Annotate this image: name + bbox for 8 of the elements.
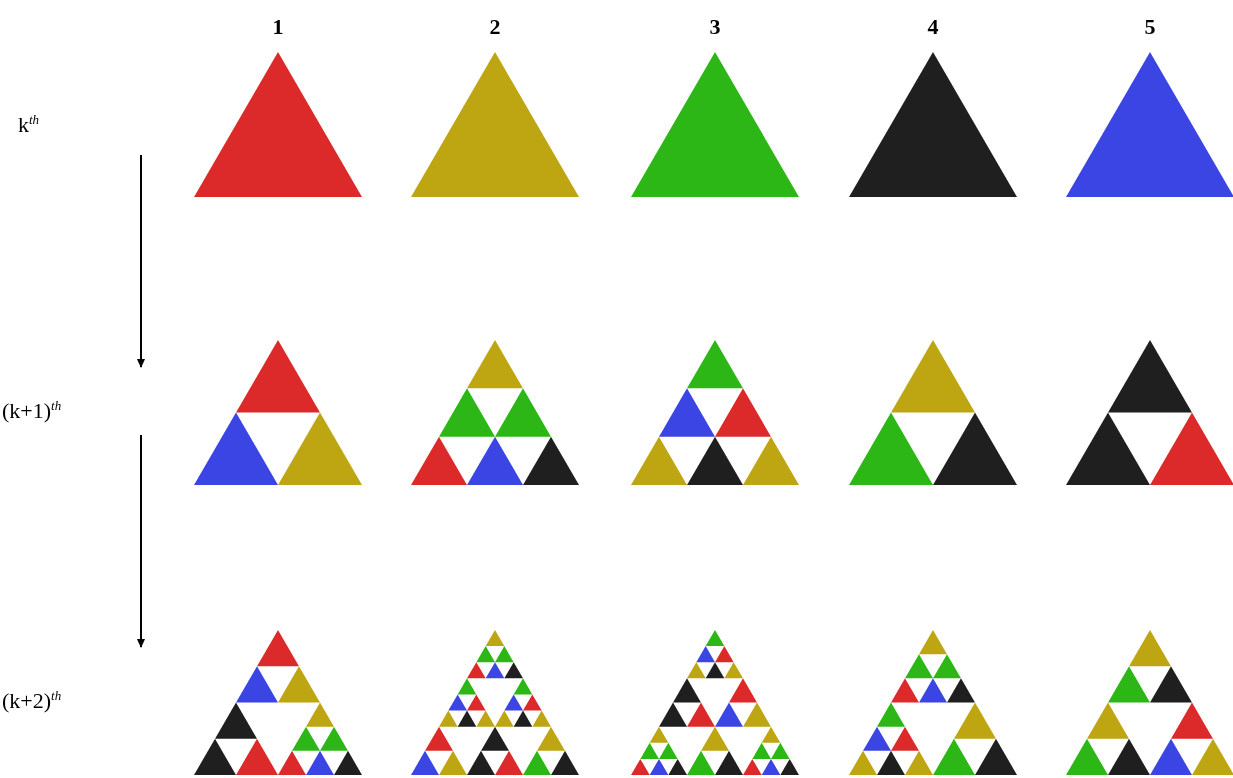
column-number: 5 (1143, 14, 1157, 40)
column-number: 4 (926, 14, 940, 40)
row-label: k$^{th}$ (18, 112, 40, 139)
row-label: (k+1)$^{th}$ (2, 398, 62, 425)
column-number: 3 (708, 14, 722, 40)
column-number: 1 (271, 14, 285, 40)
row-label: (k+2)$^{th}$ (2, 688, 62, 715)
column-number: 2 (488, 14, 502, 40)
